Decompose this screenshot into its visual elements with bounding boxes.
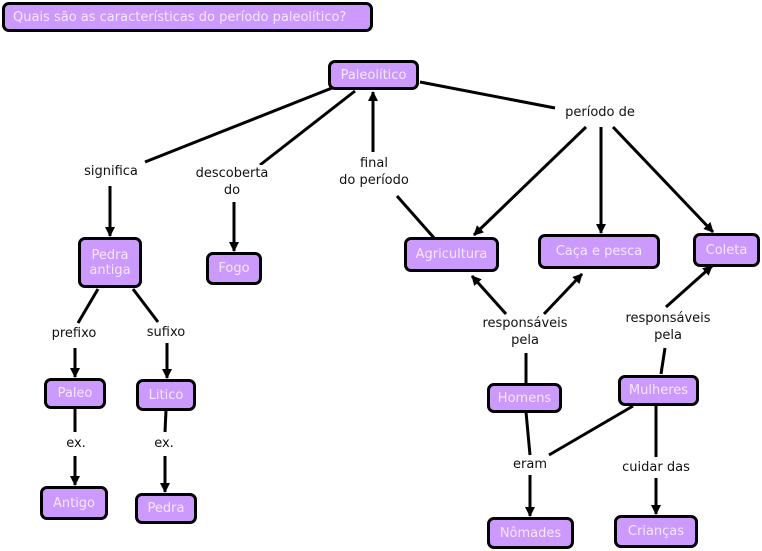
link-responsaveis-mulheres: responsáveis pela xyxy=(625,310,711,344)
edge-litico-ex xyxy=(163,409,168,433)
link-cuidar-das: cuidar das xyxy=(622,459,690,476)
focus-question: Quais são as características do período … xyxy=(2,2,373,32)
edge-responsaveis-coleta xyxy=(665,264,713,309)
concept-caca-pesca[interactable]: Caça e pesca xyxy=(538,234,660,269)
link-periodo-de: período de xyxy=(565,104,635,121)
edge-paleolitico-periodo xyxy=(419,80,556,110)
concept-homens[interactable]: Homens xyxy=(487,383,562,413)
link-prefixo: prefixo xyxy=(51,325,97,342)
edge-responsaveis-agricultura xyxy=(470,274,508,316)
link-eram: eram xyxy=(513,456,547,473)
link-descoberta-do: descoberta do xyxy=(195,165,269,199)
concept-coleta[interactable]: Coleta xyxy=(693,233,760,267)
link-ex-litico: ex. xyxy=(154,435,174,452)
link-responsaveis-homens: responsáveis pela xyxy=(482,315,568,349)
edge-paleolitico-descoberta xyxy=(259,89,356,167)
concept-paleo[interactable]: Paleo xyxy=(44,378,106,409)
edge-periodo-coleta xyxy=(611,125,715,234)
link-final-do-periodo: final do período xyxy=(339,155,409,189)
link-ex-paleo: ex. xyxy=(66,435,86,452)
concept-pedra[interactable]: Pedra xyxy=(135,493,197,524)
concept-agricultura[interactable]: Agricultura xyxy=(404,237,499,272)
edge-homens-eram xyxy=(524,411,532,456)
edge-mulheres-eram xyxy=(548,404,634,457)
concept-criancas[interactable]: Crianças xyxy=(614,515,698,548)
concept-litico[interactable]: Litico xyxy=(136,379,196,411)
concept-paleolitico[interactable]: Paleolítico xyxy=(328,60,419,90)
concept-antigo[interactable]: Antigo xyxy=(40,486,108,520)
edge-pedra-prefixo xyxy=(76,288,100,324)
edge-pedra-sufixo xyxy=(131,288,160,323)
edge-agricultura-final xyxy=(395,195,437,240)
edge-responsaveis-caca xyxy=(542,272,584,316)
link-significa: significa xyxy=(84,163,138,180)
concept-mulheres[interactable]: Mulheres xyxy=(618,375,699,406)
concept-pedra-antiga[interactable]: Pedra antiga xyxy=(78,237,142,288)
edge-mulheres-responsaveis xyxy=(659,347,667,375)
concept-fogo[interactable]: Fogo xyxy=(206,252,262,285)
link-sufixo: sufixo xyxy=(146,324,186,341)
edge-periodo-agricultura xyxy=(472,125,588,237)
concept-nomades[interactable]: Nômades xyxy=(487,517,574,549)
edge-paleolitico-significa xyxy=(144,86,333,164)
